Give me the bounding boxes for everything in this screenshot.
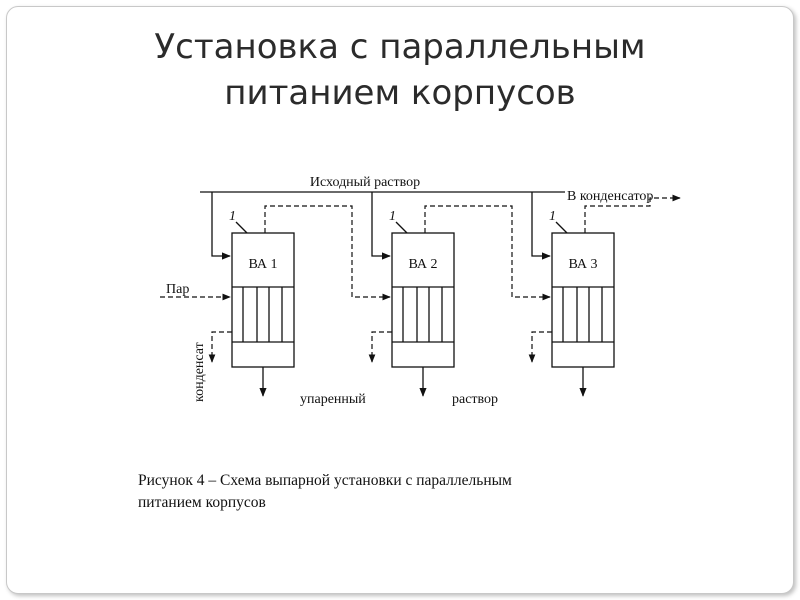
evaporator-body-1 xyxy=(231,232,295,368)
steam-label: Пар xyxy=(166,282,189,297)
evaporator-body-3 xyxy=(551,232,615,368)
condensate-line-2 xyxy=(368,331,392,363)
feed-branch-1 xyxy=(211,192,231,260)
slide-title-line-1: Установка с параллельным xyxy=(154,27,646,67)
vapour-line-1-2 xyxy=(264,205,391,301)
condenser-line xyxy=(584,194,681,233)
product-label-left: упаренный xyxy=(300,392,366,407)
heating-tubes-3 xyxy=(562,287,603,342)
heating-tubes-1 xyxy=(242,287,283,342)
condenser-label: В конденсатор xyxy=(567,189,653,204)
feed-branch-2 xyxy=(371,192,391,260)
unit-label-2: ВА 2 xyxy=(408,257,437,272)
figure-caption-line-2: питанием корпусов xyxy=(138,494,266,511)
condensate-line-3 xyxy=(528,331,552,363)
figure-caption: Рисунок 4 – Схема выпарной установки с п… xyxy=(138,470,678,514)
heating-tubes-2 xyxy=(402,287,443,342)
slide-title: Установка с параллельным питанием корпус… xyxy=(0,24,800,116)
unit-marker-3: 1 xyxy=(549,209,556,224)
evaporator-body-2 xyxy=(391,232,455,368)
figure-caption-line-1: Рисунок 4 – Схема выпарной установки с п… xyxy=(138,472,512,489)
feed-label: Исходный раствор xyxy=(310,175,420,190)
product-label-right: раствор xyxy=(452,392,498,407)
unit-label-1: ВА 1 xyxy=(248,257,277,272)
unit-label-3: ВА 3 xyxy=(568,257,597,272)
slide-title-line-2: питанием корпусов xyxy=(224,73,576,113)
unit-marker-2: 1 xyxy=(389,209,396,224)
vapour-line-2-3 xyxy=(424,205,551,301)
condensate-label: конденсат xyxy=(192,342,207,402)
unit-marker-1: 1 xyxy=(229,209,236,224)
evaporator-scheme: Исходный раствор В конденсатор Пар конде… xyxy=(160,175,681,407)
slide-frame xyxy=(6,6,794,594)
feed-branch-3 xyxy=(531,192,551,260)
condensate-line-1 xyxy=(208,331,232,363)
